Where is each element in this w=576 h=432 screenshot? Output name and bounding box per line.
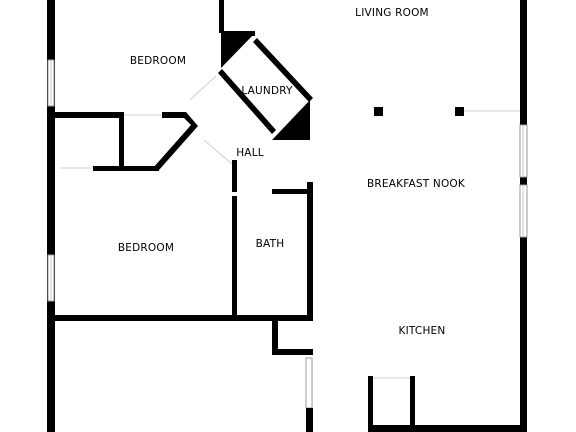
wall-closet-vertical (119, 112, 124, 170)
wall-laundry-diagonal-lower (218, 69, 276, 134)
wall-left-exterior (47, 0, 55, 432)
wall-closet-top (55, 112, 120, 118)
wall-hall-left (232, 160, 237, 192)
column-left (374, 107, 383, 116)
column-right (455, 107, 464, 116)
laundry-corner-fill-bottom (272, 100, 310, 140)
wall-upper-vertical (219, 0, 224, 33)
wall-bath-jog-bottom (272, 349, 313, 355)
wall-kitchen-counter-right (410, 376, 415, 432)
wall-laundry-diagonal-upper (253, 38, 313, 102)
wall-bath-top (272, 189, 312, 194)
label-hall: HALL (236, 147, 264, 159)
label-living-room: LIVING ROOM (355, 7, 429, 19)
label-bedroom-lower: BEDROOM (117, 242, 175, 254)
wall-closet-bottom (93, 166, 159, 171)
wall-lower-vertical (306, 408, 313, 432)
label-laundry: LAUNDRY (241, 85, 293, 97)
laundry-corner-fill (221, 33, 255, 68)
wall-bedroom-bath (232, 196, 237, 318)
opening-lower (305, 357, 313, 409)
wall-closet-top-right (162, 112, 186, 118)
wall-bedroom-bottom (55, 315, 313, 321)
wall-bath-right (307, 182, 313, 318)
label-kitchen: KITCHEN (398, 325, 446, 337)
label-bath: BATH (255, 238, 285, 250)
wall-bath-jog-vertical (272, 318, 278, 354)
wall-laundry-top (221, 31, 255, 36)
wall-closet-diagonal (153, 112, 198, 170)
wall-kitchen-bottom (368, 425, 527, 432)
label-breakfast-nook: BREAKFAST NOOK (367, 178, 465, 190)
wall-kitchen-counter-left (368, 376, 373, 432)
label-bedroom-upper: BEDROOM (129, 55, 187, 67)
